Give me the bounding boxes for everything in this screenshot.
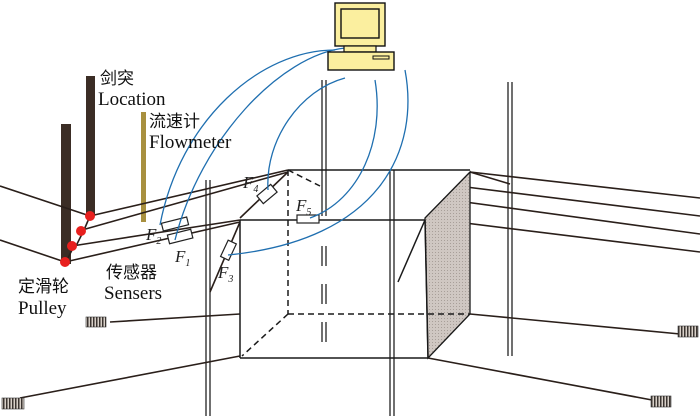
- flowmeter-label-cn: 流速计: [149, 112, 200, 132]
- pulley-label-cn: 定滑轮: [18, 277, 69, 297]
- sensor-f3: [219, 239, 238, 262]
- flowmeter-bar: [141, 112, 146, 222]
- location-label-en: Location: [98, 89, 166, 110]
- sensor-f5: [296, 214, 320, 224]
- flowmeter-label-en: Flowmeter: [149, 132, 232, 153]
- force-label-f2: F2: [145, 225, 161, 247]
- sensors-label-cn: 传感器: [106, 263, 157, 283]
- sensors-label-en: Sensers: [104, 283, 162, 304]
- shaded-side-face: [424, 170, 471, 360]
- force-label-f5: F5: [295, 196, 311, 218]
- signal-wires: [159, 47, 409, 256]
- support-poles: [205, 80, 513, 416]
- pulley-icon: [60, 211, 95, 267]
- computer-icon: [327, 2, 395, 71]
- sensor-f1: [166, 228, 194, 245]
- force-label-f3: F3: [217, 263, 233, 285]
- sensor-f4: [256, 183, 278, 205]
- location-label-cn: 剑突: [100, 69, 134, 89]
- sensors: [160, 183, 320, 262]
- location-bar-rear: [61, 124, 71, 264]
- pulley-label-en: Pulley: [18, 298, 67, 319]
- net-cage: [239, 169, 471, 360]
- sensor-f2: [160, 216, 190, 232]
- anchor-block-icon: [1, 316, 699, 410]
- force-label-f4: F4: [242, 173, 258, 195]
- location-bar: [86, 76, 95, 216]
- force-label-f1: F1: [174, 247, 190, 269]
